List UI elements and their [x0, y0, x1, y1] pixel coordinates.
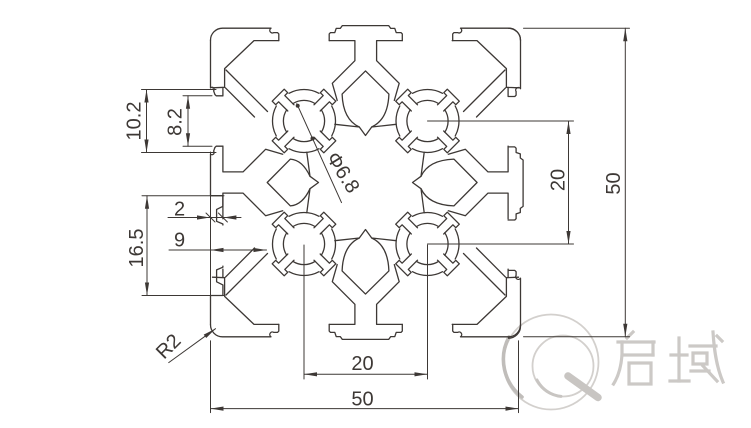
svg-text:9: 9 — [174, 230, 185, 252]
svg-text:16.5: 16.5 — [126, 229, 148, 268]
svg-text:20: 20 — [548, 169, 570, 191]
svg-text:8.2: 8.2 — [165, 108, 187, 136]
svg-text:50: 50 — [351, 389, 373, 411]
svg-text:20: 20 — [351, 353, 373, 375]
svg-text:2: 2 — [174, 199, 185, 221]
svg-text:50: 50 — [603, 172, 625, 194]
svg-text:10.2: 10.2 — [124, 102, 146, 141]
